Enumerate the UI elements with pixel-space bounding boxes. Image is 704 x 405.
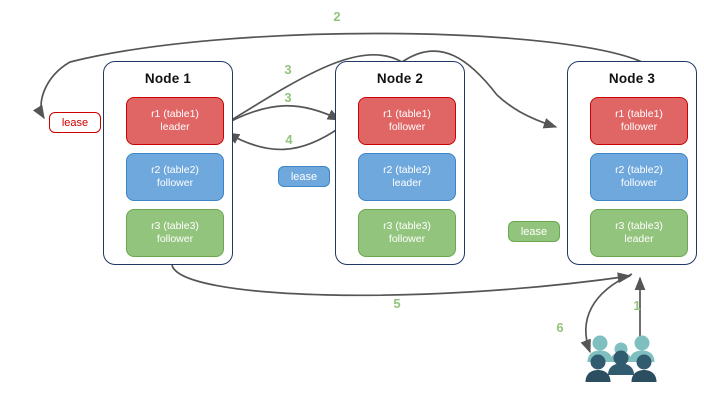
replica-n2-r2[interactable]: r2 (table2) leader	[358, 153, 456, 201]
arrow-step-4	[225, 125, 343, 151]
arrow-step-3-upper-tail	[224, 53, 403, 125]
arrow-step-5	[171, 264, 632, 297]
arrow-step-2	[32, 32, 643, 120]
lease-chip-green[interactable]: lease	[508, 221, 560, 242]
lease-chip-red[interactable]: lease	[49, 112, 101, 133]
replica-role: follower	[156, 233, 194, 245]
replica-n1-r2[interactable]: r2 (table2) follower	[126, 153, 224, 201]
node-box-2[interactable]: Node 2 r1 (table1) follower r2 (table2) …	[335, 61, 465, 265]
users-icon	[585, 335, 657, 382]
step-label-4: 4	[285, 132, 293, 147]
replica-name: r1 (table1)	[383, 108, 431, 120]
replica-name: r2 (table2)	[383, 164, 431, 176]
lease-chip-blue[interactable]: lease	[278, 166, 330, 187]
replica-role: leader	[624, 233, 654, 245]
replica-role: follower	[388, 121, 426, 133]
replica-n3-r1[interactable]: r1 (table1) follower	[590, 97, 688, 145]
replica-n2-r3[interactable]: r3 (table3) follower	[358, 209, 456, 257]
replica-role: follower	[156, 177, 194, 189]
replica-name: r2 (table2)	[615, 164, 663, 176]
step-label-3a: 3	[284, 62, 292, 77]
step-label-1: 1	[633, 298, 641, 313]
node-title-2: Node 2	[376, 71, 424, 86]
replica-n1-r1[interactable]: r1 (table1) leader	[126, 97, 224, 145]
node-title-3: Node 3	[608, 71, 656, 86]
step-label-3b: 3	[284, 90, 292, 105]
replica-n3-r3[interactable]: r3 (table3) leader	[590, 209, 688, 257]
replica-role: leader	[160, 121, 190, 133]
replica-name: r2 (table2)	[151, 164, 199, 176]
replica-name: r1 (table1)	[615, 108, 663, 120]
replica-n2-r1[interactable]: r1 (table1) follower	[358, 97, 456, 145]
replica-role: follower	[620, 121, 658, 133]
replica-name: r3 (table3)	[383, 220, 431, 232]
step-label-2: 2	[333, 9, 341, 24]
arrow-step-3-upper	[401, 50, 498, 96]
replica-name: r1 (table1)	[151, 108, 199, 120]
step-label-5: 5	[393, 296, 401, 311]
replica-name: r3 (table3)	[615, 220, 663, 232]
arrow-step-3-to-node3	[496, 94, 558, 129]
replica-n3-r2[interactable]: r2 (table2) follower	[590, 153, 688, 201]
replica-role: leader	[392, 177, 422, 189]
replica-role: follower	[388, 233, 426, 245]
replica-n1-r3[interactable]: r3 (table3) follower	[126, 209, 224, 257]
arrow-step-6	[580, 273, 633, 354]
arrow-step-3-lower	[219, 105, 342, 128]
node-box-1[interactable]: Node 1 r1 (table1) leader r2 (table2) fo…	[103, 61, 233, 265]
node-title-1: Node 1	[144, 71, 192, 86]
node-box-3[interactable]: Node 3 r1 (table1) follower r2 (table2) …	[567, 61, 697, 265]
step-label-6: 6	[556, 320, 564, 335]
replica-name: r3 (table3)	[151, 220, 199, 232]
replica-role: follower	[620, 177, 658, 189]
